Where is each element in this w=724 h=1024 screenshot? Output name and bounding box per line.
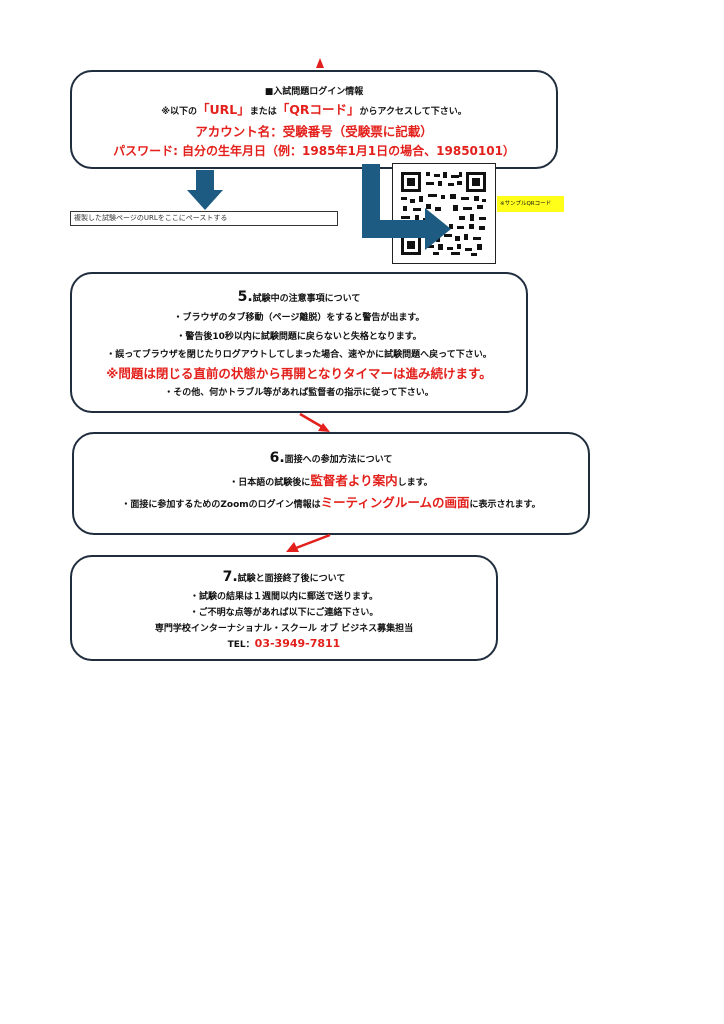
section5-heading: 5.試験中の注意事項について [237, 289, 361, 305]
sample-qr-note: ※サンプルQRコード [497, 196, 564, 212]
login-access-line: ※以下の「URL」または「QRコード」からアクセスして下さい。 [161, 102, 467, 117]
bent-arrow-icon [362, 164, 451, 250]
qr-label: 「QRコード」 [276, 102, 360, 117]
section6-box: 6.面接への参加方法について ・日本語の試験後に監督者より案内します。 ・面接に… [72, 432, 590, 535]
section5-box: 5.試験中の注意事項について ・ブラウザのタブ移動（ページ離脱）をすると警告が出… [70, 272, 528, 413]
section7-tel: TEL：03-3949-7811 [227, 637, 341, 650]
section5-warning: ※問題は閉じる直前の状態から再開となりタイマーは進み続けます。 [106, 366, 492, 381]
section5-line4: ・その他、何かトラブル等があれば監督者の指示に従って下さい。 [164, 388, 434, 398]
tel-number: 03-3949-7811 [254, 637, 341, 650]
section5-line3: ・誤ってブラウザを閉じたりログアウトしてしまった場合、速やかに試験問題へ戻って下… [106, 350, 492, 360]
section6-line1: ・日本語の試験後に監督者より案内します。 [229, 473, 433, 488]
section7-box: 7.試験と面接終了後について ・試験の結果は１週間以内に郵送で送ります。 ・ご不… [70, 555, 498, 661]
section7-line2: ・ご不明な点等があれば以下にご連絡下さい。 [189, 608, 379, 618]
section7-heading: 7.試験と面接終了後について [222, 569, 346, 585]
url-paste-box[interactable]: 複製した試験ページのURLをここにペーストする [70, 211, 338, 226]
account-name: アカウント名：受験番号（受験票に記載） [195, 124, 433, 139]
section6-line2: ・面接に参加するためのZoomのログイン情報はミーティングルームの画面に表示され… [121, 495, 541, 510]
section6-heading: 6.面接への参加方法について [269, 450, 393, 466]
login-title: ■入試問題ログイン情報 [264, 87, 364, 97]
flow-arrow-5-6 [299, 412, 330, 432]
down-arrow-icon [187, 170, 223, 210]
password-info: パスワード: 自分の生年月日（例：1985年1月1日の場合、19850101） [113, 144, 515, 158]
sample-qr-code [392, 163, 496, 264]
section7-line1: ・試験の結果は１週間以内に郵送で送ります。 [189, 592, 379, 602]
url-label: 「URL」 [196, 102, 250, 117]
section5-line1: ・ブラウザのタブ移動（ページ離脱）をすると警告が出ます。 [173, 313, 425, 323]
qr-code-icon [401, 172, 486, 256]
section7-line3: 専門学校インターナショナル・スクール オブ ビジネス募集担当 [154, 624, 414, 634]
section5-line2: ・警告後10秒以内に試験問題に戻らないと失格となります。 [176, 332, 422, 342]
login-info-box: ■入試問題ログイン情報 ※以下の「URL」または「QRコード」からアクセスして下… [70, 70, 558, 169]
flow-arrow-6-7 [286, 533, 331, 552]
flow-arrow-top [316, 58, 324, 68]
